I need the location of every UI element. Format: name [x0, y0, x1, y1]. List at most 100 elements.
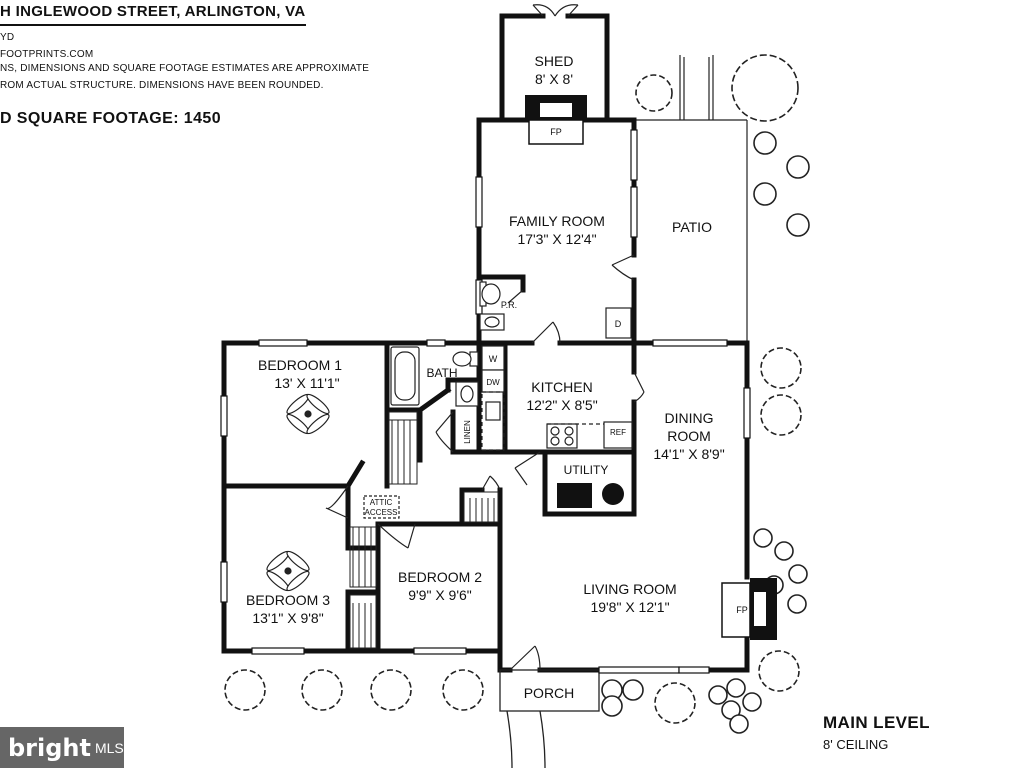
fireplace-living: [721, 578, 777, 640]
shrub-icon: [753, 528, 773, 548]
water-heater-icon: [557, 483, 592, 508]
shed-name: SHED: [535, 53, 574, 69]
dining-room-name-2: ROOM: [667, 428, 711, 444]
porch-door: [509, 645, 541, 671]
kitchen-dims: 12'2" X 8'5": [526, 397, 597, 413]
porch-box: [499, 669, 600, 768]
closets: [349, 411, 499, 649]
attic-label-1: ATTIC: [370, 498, 393, 507]
bath-name: BATH: [426, 366, 457, 380]
linen-door: [435, 411, 454, 453]
pr-door: [507, 289, 524, 304]
washer-label: W: [489, 354, 498, 364]
bedroom2-dims: 9'9" X 9'6": [408, 587, 472, 603]
dryer-label: D: [615, 319, 622, 329]
utility-name: UTILITY: [564, 463, 609, 477]
window: [475, 176, 483, 228]
ceiling-fan-icon: [286, 393, 330, 435]
window: [426, 339, 446, 347]
doors: [325, 4, 645, 671]
shrub-icon: [760, 347, 802, 389]
bedroom2-name: BEDROOM 2: [398, 569, 482, 585]
shrub-icon: [758, 650, 800, 692]
shrub-icon: [729, 714, 749, 734]
shrub-icon: [786, 155, 810, 179]
bright-mls-watermark: bright MLS: [0, 727, 124, 768]
fixtures: [363, 281, 633, 519]
square-footage: D SQUARE FOOTAGE: 1450: [0, 110, 221, 127]
disclaimer-line-2: ROM ACTUAL STRUCTURE. DIMENSIONS HAVE BE…: [0, 80, 324, 91]
level-name: MAIN LEVEL: [823, 713, 930, 732]
fireplace-shed: [525, 95, 587, 145]
living-room-dims: 19'8" X 12'1": [590, 599, 669, 615]
shrub-icon: [753, 131, 777, 155]
attic-access: [363, 495, 400, 519]
tree-icon: [731, 54, 799, 122]
window: [743, 387, 751, 439]
living-room-name: LIVING ROOM: [583, 581, 676, 597]
patio-outline: [634, 55, 748, 343]
header-website: FOOTPRINTS.COM: [0, 49, 94, 60]
window: [220, 561, 228, 603]
windows: [220, 129, 751, 674]
dishwasher-label: DW: [486, 378, 500, 387]
kitchen-door: [514, 451, 541, 486]
window: [652, 339, 728, 347]
family-kitchen-door: [531, 321, 561, 344]
dining-room-name-1: DINING: [665, 410, 714, 426]
shrub-icon: [786, 213, 810, 237]
dryer-box: [605, 307, 632, 339]
watermark-brand: bright: [8, 733, 91, 762]
bedroom3-name: BEDROOM 3: [246, 592, 330, 608]
window: [678, 666, 710, 674]
closet-door: [481, 475, 501, 491]
attic-label-2: ACCESS: [365, 508, 398, 517]
watermark-suffix: MLS: [94, 739, 124, 756]
bedroom3-dims: 13'1" X 9'8": [252, 610, 323, 626]
stove-icon: [546, 423, 578, 449]
header-line-2: YD: [0, 32, 15, 43]
shrub-icon: [760, 394, 802, 436]
window: [413, 647, 467, 655]
attic-hall-door: [325, 485, 349, 519]
kitchen-sink-icon: [485, 401, 501, 421]
disclaimer-line-1: NS, DIMENSIONS AND SQUARE FOOTAGE ESTIMA…: [0, 63, 370, 74]
ceiling-height: 8' CEILING: [823, 737, 889, 752]
refrigerator-label: REF: [610, 428, 626, 437]
window: [258, 339, 308, 347]
shrub-icon: [726, 678, 746, 698]
powder-room-label: P.R.: [501, 300, 517, 310]
linen-label: LINEN: [463, 420, 472, 444]
property-address: H INGLEWOOD STREET, ARLINGTON, VA: [0, 3, 306, 20]
address-underline: [0, 24, 306, 26]
bedroom1-name: BEDROOM 1: [258, 357, 342, 373]
dining-door: [633, 371, 645, 403]
shrub-icon: [301, 669, 343, 711]
bedroom1-dims: 13' X 11'1": [274, 375, 339, 391]
family-room-name: FAMILY ROOM: [509, 213, 605, 229]
landscaping: [224, 54, 810, 734]
kitchen-counter: [481, 391, 505, 451]
window: [630, 186, 638, 238]
shrub-icon: [370, 669, 412, 711]
window: [630, 129, 638, 181]
shrub-icon: [774, 541, 794, 561]
kitchen-name: KITCHEN: [531, 379, 592, 395]
utility-appliances: [557, 483, 624, 508]
fireplace-label-shed: FP: [550, 127, 562, 137]
window: [251, 647, 305, 655]
shrub-icon: [787, 594, 807, 614]
refrigerator-box: [603, 421, 633, 449]
shrub-icon: [601, 695, 623, 717]
shrub-icon: [788, 564, 808, 584]
shrub-icon: [224, 669, 266, 711]
shrub-icon: [442, 669, 484, 711]
shrub-icon: [742, 692, 762, 712]
shed-door: [532, 4, 579, 17]
dining-room-dims: 14'1" X 8'9": [653, 446, 724, 462]
patio-door: [611, 254, 635, 281]
shrub-icon: [622, 679, 644, 701]
patio-name: PATIO: [672, 219, 712, 235]
